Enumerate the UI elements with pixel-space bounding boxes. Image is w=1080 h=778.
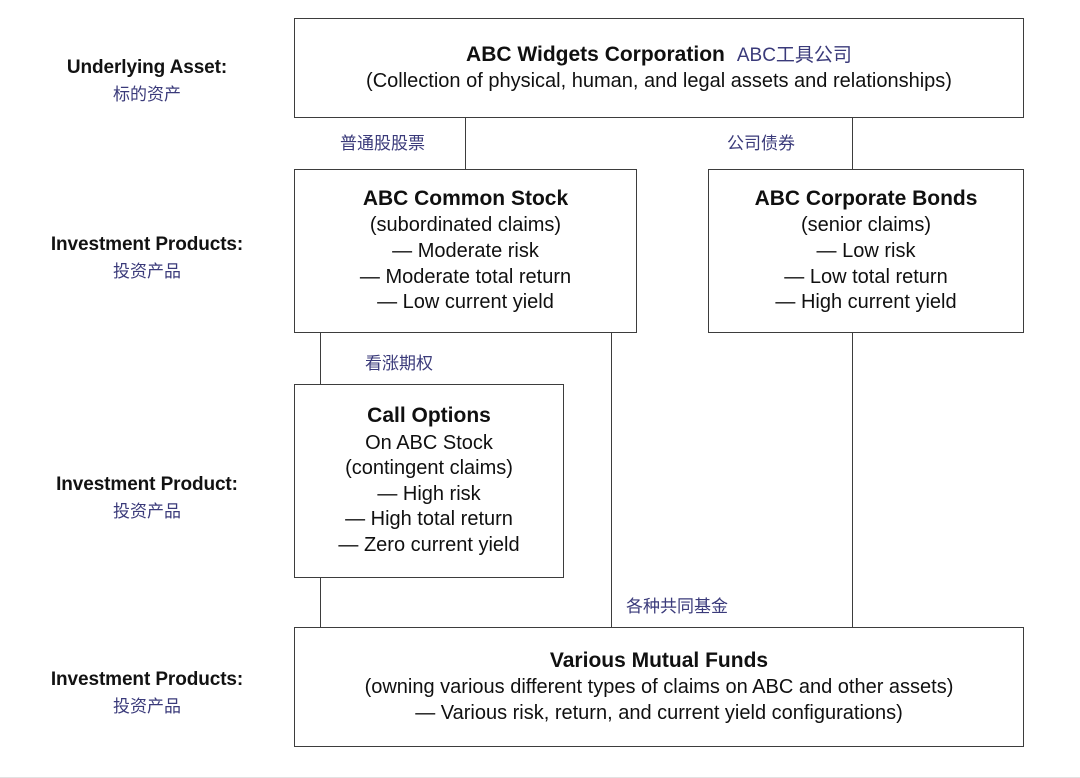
box-line: (Collection of physical, human, and lega… [366, 69, 952, 92]
box-line: — High total return [345, 508, 513, 531]
box-line: (subordinated claims) [369, 214, 562, 237]
box-line: — Zero current yield [338, 534, 520, 557]
box-title: Various Mutual Funds [549, 648, 769, 672]
row-label-zh: 投资产品 [113, 696, 181, 716]
row-label-investment-products-2: Investment Products: 投资产品 [14, 668, 280, 717]
box-title: ABC Common Stock [362, 187, 569, 211]
connector-underlying-to-corporate-bonds [852, 118, 853, 170]
connector-underlying-to-common-stock [465, 118, 466, 170]
connector-common-stock-to-call-options [320, 333, 321, 385]
row-label-en: Investment Product: [56, 474, 238, 495]
box-call-options: Call Options On ABC Stock (contingent cl… [294, 384, 564, 578]
box-title-row: ABC Widgets Corporation ABC工具公司 [466, 42, 852, 68]
row-label-en: Investment Products: [50, 234, 244, 255]
box-title-zh: ABC工具公司 [736, 44, 852, 66]
box-line: — Various risk, return, and current yiel… [415, 701, 903, 724]
row-label-investment-product: Investment Product: 投资产品 [14, 473, 280, 522]
box-line: (contingent claims) [345, 457, 513, 480]
box-line: On ABC Stock [365, 431, 493, 454]
row-label-zh: 投资产品 [113, 501, 181, 521]
box-line: — Low current yield [377, 291, 554, 314]
box-line: (senior claims) [800, 214, 932, 237]
box-line: — High risk [377, 482, 481, 505]
box-line: — Low total return [784, 265, 948, 288]
connector-label-call-options: 看涨期权 [365, 354, 433, 373]
box-mutual-funds: Various Mutual Funds (owning various dif… [294, 627, 1024, 747]
row-label-zh: 投资产品 [113, 261, 181, 281]
row-label-en: Underlying Asset: [66, 57, 228, 78]
row-label-zh: 标的资产 [113, 84, 181, 104]
box-line: — Moderate total return [359, 265, 572, 288]
box-common-stock: ABC Common Stock (subordinated claims) —… [294, 169, 637, 333]
box-line: — Low risk [816, 240, 916, 263]
connector-label-mutual-funds: 各种共同基金 [626, 597, 728, 616]
row-label-en: Investment Products: [50, 669, 244, 690]
connector-common-stock-to-mutual-funds [611, 333, 612, 627]
box-line: — Moderate risk [392, 240, 539, 263]
connector-label-common-stock: 普通股股票 [340, 134, 425, 153]
connector-call-options-to-mutual-funds [320, 578, 321, 627]
connector-label-corporate-bonds: 公司债券 [727, 134, 795, 153]
box-title: Call Options [367, 404, 491, 428]
row-label-investment-products-1: Investment Products: 投资产品 [14, 233, 280, 282]
box-line: — High current yield [775, 291, 957, 314]
box-corporate-bonds: ABC Corporate Bonds (senior claims) — Lo… [708, 169, 1024, 333]
box-line: (owning various different types of claim… [364, 676, 954, 699]
connector-corporate-bonds-to-mutual-funds [852, 333, 853, 627]
box-title: ABC Widgets Corporation [466, 42, 725, 66]
box-title: ABC Corporate Bonds [754, 187, 978, 211]
box-underlying-asset: ABC Widgets Corporation ABC工具公司 (Collect… [294, 18, 1024, 118]
row-label-underlying-asset: Underlying Asset: 标的资产 [14, 56, 280, 105]
